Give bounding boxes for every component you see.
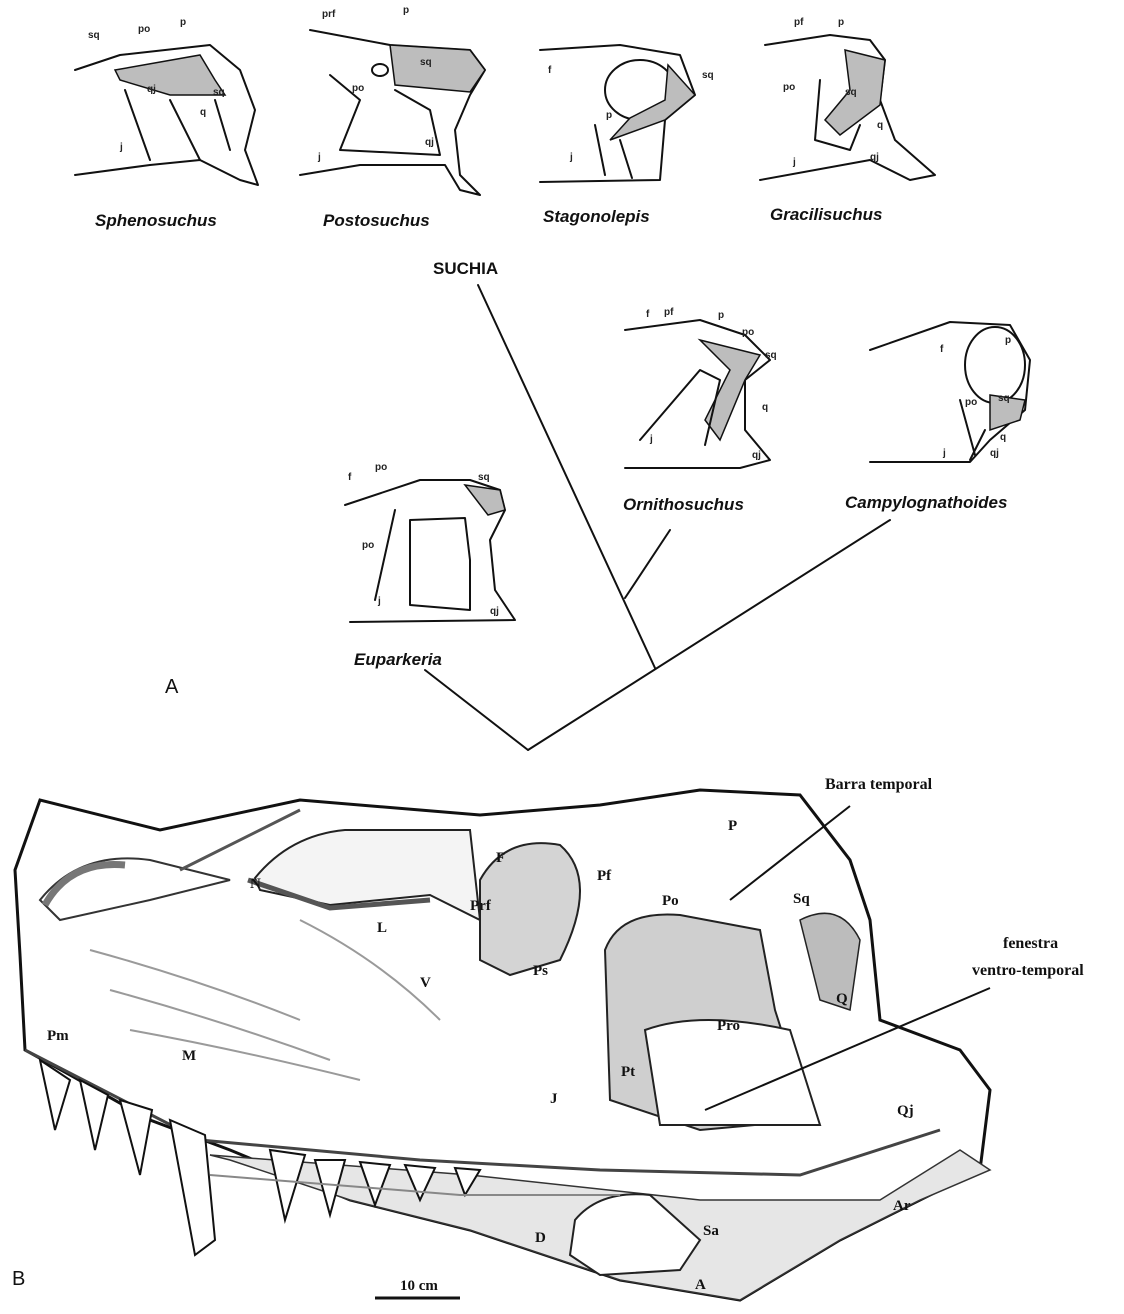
scale-label: 10 cm xyxy=(400,1278,438,1294)
bone-label: f xyxy=(548,65,552,76)
bone-label: qj xyxy=(147,84,156,95)
bone-label: qj xyxy=(752,450,761,461)
skull-label: D xyxy=(535,1230,546,1246)
skull-label: Pm xyxy=(47,1028,69,1044)
labels-ornithosuchus: f pf p po sq q j qj xyxy=(646,307,777,461)
taxon-name: Postosuchus xyxy=(323,211,430,230)
bone-label: po xyxy=(742,327,754,338)
bone-label: prf xyxy=(322,9,336,20)
bone-label: po xyxy=(138,24,150,35)
skull-label: J xyxy=(550,1091,558,1107)
bone-label: f xyxy=(646,309,650,320)
bone-label: q xyxy=(200,107,206,118)
skull-label: N xyxy=(250,876,261,892)
skull-label: Q xyxy=(836,991,848,1007)
skull-sketch-gracilisuchus xyxy=(760,35,935,180)
skull-sketch-postosuchus xyxy=(300,30,485,195)
branch-suchia xyxy=(478,285,655,668)
skull-label: V xyxy=(420,975,431,991)
taxon-name: Sphenosuchus xyxy=(95,211,217,230)
skull-label: Sa xyxy=(703,1223,719,1239)
bone-label: p xyxy=(1005,335,1011,346)
bone-label: sq xyxy=(998,393,1010,404)
bone-label: qj xyxy=(990,448,999,459)
labels-euparkeria: f po sq po j qj xyxy=(348,462,499,617)
bone-label: p xyxy=(838,17,844,28)
bone-label: sq xyxy=(702,70,714,81)
bone-label: sq xyxy=(420,57,432,68)
skull-sketch-euparkeria xyxy=(345,480,515,622)
branch-ornithosuchus xyxy=(625,530,670,598)
branch-main xyxy=(528,520,890,750)
bone-label: j xyxy=(119,142,123,153)
bone-label: po xyxy=(783,82,795,93)
cladogram xyxy=(425,285,890,750)
bone-label: f xyxy=(348,472,352,483)
bone-label: qj xyxy=(870,152,879,163)
taxon-name: Campylognathoides xyxy=(845,493,1007,512)
bone-label: sq xyxy=(213,87,225,98)
panel-label-b: B xyxy=(12,1268,25,1290)
bone-label: po xyxy=(965,397,977,408)
labels-campylognathoides: f p po sq q j qj xyxy=(940,335,1011,459)
bone-label: f xyxy=(940,344,944,355)
bone-label: q xyxy=(1000,432,1006,443)
bone-label: pf xyxy=(794,17,804,28)
skull-reconstruction xyxy=(15,790,990,1300)
bone-label: j xyxy=(317,152,321,163)
bone-label: sq xyxy=(88,30,100,41)
bone-label: q xyxy=(762,402,768,413)
skull-label: A xyxy=(695,1277,706,1293)
skull-sketch-sphenosuchus xyxy=(75,45,258,185)
bone-label: j xyxy=(377,596,381,607)
skull-label: Pro xyxy=(717,1018,740,1034)
panel-label-a: A xyxy=(165,676,179,698)
bone-label: p xyxy=(718,310,724,321)
taxon-name: Gracilisuchus xyxy=(770,205,882,224)
clade-label: SUCHIA xyxy=(433,259,498,278)
bone-label: qj xyxy=(425,137,434,148)
skull-label: Pt xyxy=(621,1064,635,1080)
taxon-name: Euparkeria xyxy=(354,650,442,669)
skull-label: Po xyxy=(662,893,679,909)
skull-label: Ps xyxy=(533,963,548,979)
skull-label: P xyxy=(728,818,737,834)
callout-fenestra-line1: fenestra xyxy=(1003,935,1058,952)
bone-label: po xyxy=(362,540,374,551)
bone-label: sq xyxy=(845,87,857,98)
taxon-name: Ornithosuchus xyxy=(623,495,744,514)
bone-label: qj xyxy=(490,606,499,617)
bone-label: q xyxy=(877,120,883,131)
bone-label: sq xyxy=(765,350,777,361)
taxon-name: Stagonolepis xyxy=(543,207,650,226)
skull-label: Pf xyxy=(597,868,612,884)
skull-label: L xyxy=(377,920,387,936)
bone-label: pf xyxy=(664,307,674,318)
bone-label: sq xyxy=(478,472,490,483)
branch-euparkeria xyxy=(425,670,528,750)
bone-label: j xyxy=(649,434,653,445)
skull-sketch-stagonolepis xyxy=(540,45,695,182)
bone-label: p xyxy=(180,17,186,28)
bone-label: j xyxy=(942,448,946,459)
callout-fenestra-line2: ventro-temporal xyxy=(972,962,1084,979)
bone-label: j xyxy=(569,152,573,163)
bone-label: p xyxy=(606,110,612,121)
bone-label: po xyxy=(375,462,387,473)
bone-label: po xyxy=(352,83,364,94)
bone-label: p xyxy=(403,5,409,16)
skull-label: F xyxy=(496,850,505,866)
skull-label: Ar xyxy=(893,1198,911,1214)
bone-label: j xyxy=(792,157,796,168)
skull-label: Qj xyxy=(897,1103,914,1119)
skull-sketch-ornithosuchus xyxy=(625,320,770,468)
skull-label: Sq xyxy=(793,891,810,907)
skull-label: Prf xyxy=(470,898,492,914)
skull-label: M xyxy=(182,1048,196,1064)
callout-barra-temporal: Barra temporal xyxy=(825,776,933,793)
